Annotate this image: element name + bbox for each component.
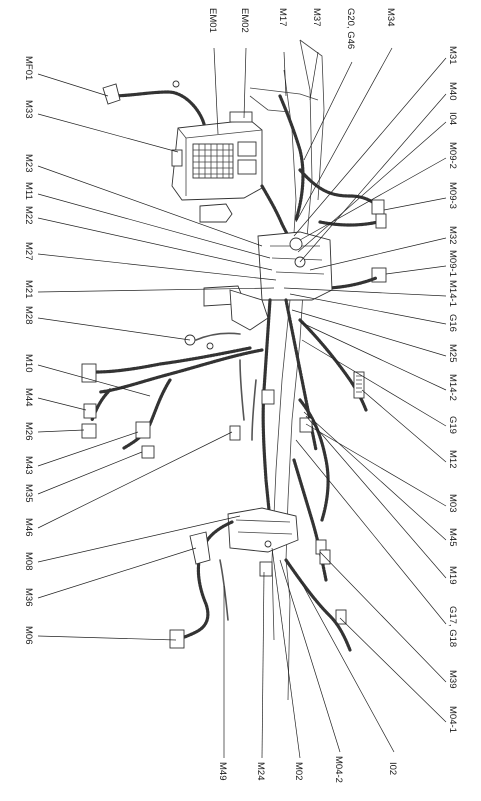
fuse-box — [171, 111, 263, 201]
label-g19: G19 — [447, 416, 458, 434]
label-g16: G16 — [447, 314, 458, 332]
label-m31: M31 — [447, 46, 458, 64]
label-m26: M26 — [23, 422, 34, 440]
label-m39: M39 — [447, 670, 458, 688]
label-m43: M43 — [23, 456, 34, 474]
label-mf01: MF01 — [23, 56, 34, 80]
label-m44: M44 — [23, 388, 34, 406]
label-m03: M03 — [447, 494, 458, 512]
label-m19: M19 — [447, 566, 458, 584]
label-i04: I04 — [447, 112, 458, 125]
label-m40: M40 — [447, 82, 458, 100]
leader-lines — [37, 47, 447, 759]
label-g17-g18: G17, G18 — [447, 606, 458, 647]
label-m09-2: M09-2 — [447, 142, 458, 169]
label-m12: M12 — [447, 450, 458, 468]
label-m17: M17 — [277, 8, 288, 26]
label-m35: M35 — [23, 484, 34, 502]
label-em01: EM01 — [207, 8, 218, 33]
label-i02: I02 — [387, 762, 398, 775]
label-m33: M33 — [23, 100, 34, 118]
label-m45: M45 — [447, 528, 458, 546]
label-m08: M08 — [23, 552, 34, 570]
label-m46: M46 — [23, 518, 34, 536]
component-labels: MF01 M33 M23 M11 M22 M27 M21 M28 M10 M44… — [23, 8, 458, 783]
label-m14-1: M14-1 — [447, 280, 458, 307]
label-m11: M11 — [23, 182, 34, 200]
label-m28: M28 — [23, 306, 34, 324]
label-m25: M25 — [447, 344, 458, 362]
label-m32: M32 — [447, 226, 458, 244]
label-g20-g46: G20, G46 — [345, 8, 356, 49]
label-m09-3: M09-3 — [447, 182, 458, 209]
label-m04-1: M04-1 — [447, 706, 458, 733]
label-m49: M49 — [217, 762, 228, 780]
label-m04-2: M04-2 — [333, 756, 344, 783]
label-em02: EM02 — [239, 8, 250, 33]
label-m22: M22 — [23, 206, 34, 224]
harness-drawing — [81, 39, 387, 701]
label-m21: M21 — [23, 280, 34, 298]
label-m02: M02 — [293, 762, 304, 780]
label-m06: M06 — [23, 626, 34, 644]
label-m23: M23 — [23, 154, 34, 172]
label-m34: M34 — [385, 8, 396, 26]
label-m10: M10 — [23, 354, 34, 372]
label-m14-2: M14-2 — [447, 374, 458, 401]
label-m24: M24 — [255, 762, 266, 780]
label-m27: M27 — [23, 242, 34, 260]
label-m09-1: M09-1 — [447, 250, 458, 277]
label-m36: M36 — [23, 588, 34, 606]
label-m37: M37 — [311, 8, 322, 26]
